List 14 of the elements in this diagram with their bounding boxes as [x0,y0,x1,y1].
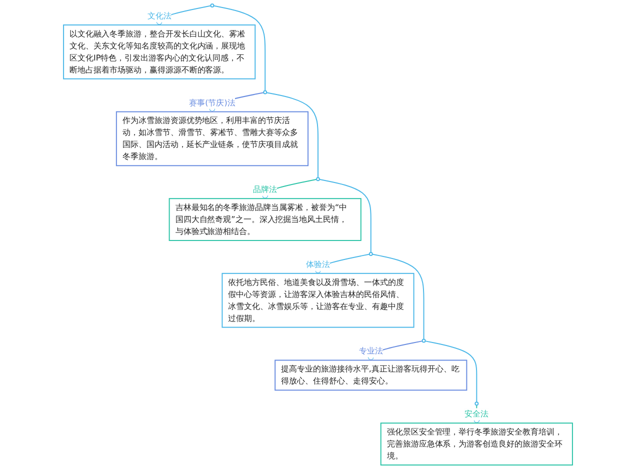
connector [372,254,424,340]
node-circle [422,338,426,343]
node-circle [263,90,268,94]
connector [424,340,478,403]
connector [213,5,266,92]
node-circle [316,177,320,182]
connector [266,92,318,178]
connector [318,178,372,253]
node-circle [210,4,214,8]
connector [368,340,423,361]
node-circle [474,402,479,406]
node-circle [368,252,373,256]
connector [262,178,318,200]
connector [314,254,370,274]
